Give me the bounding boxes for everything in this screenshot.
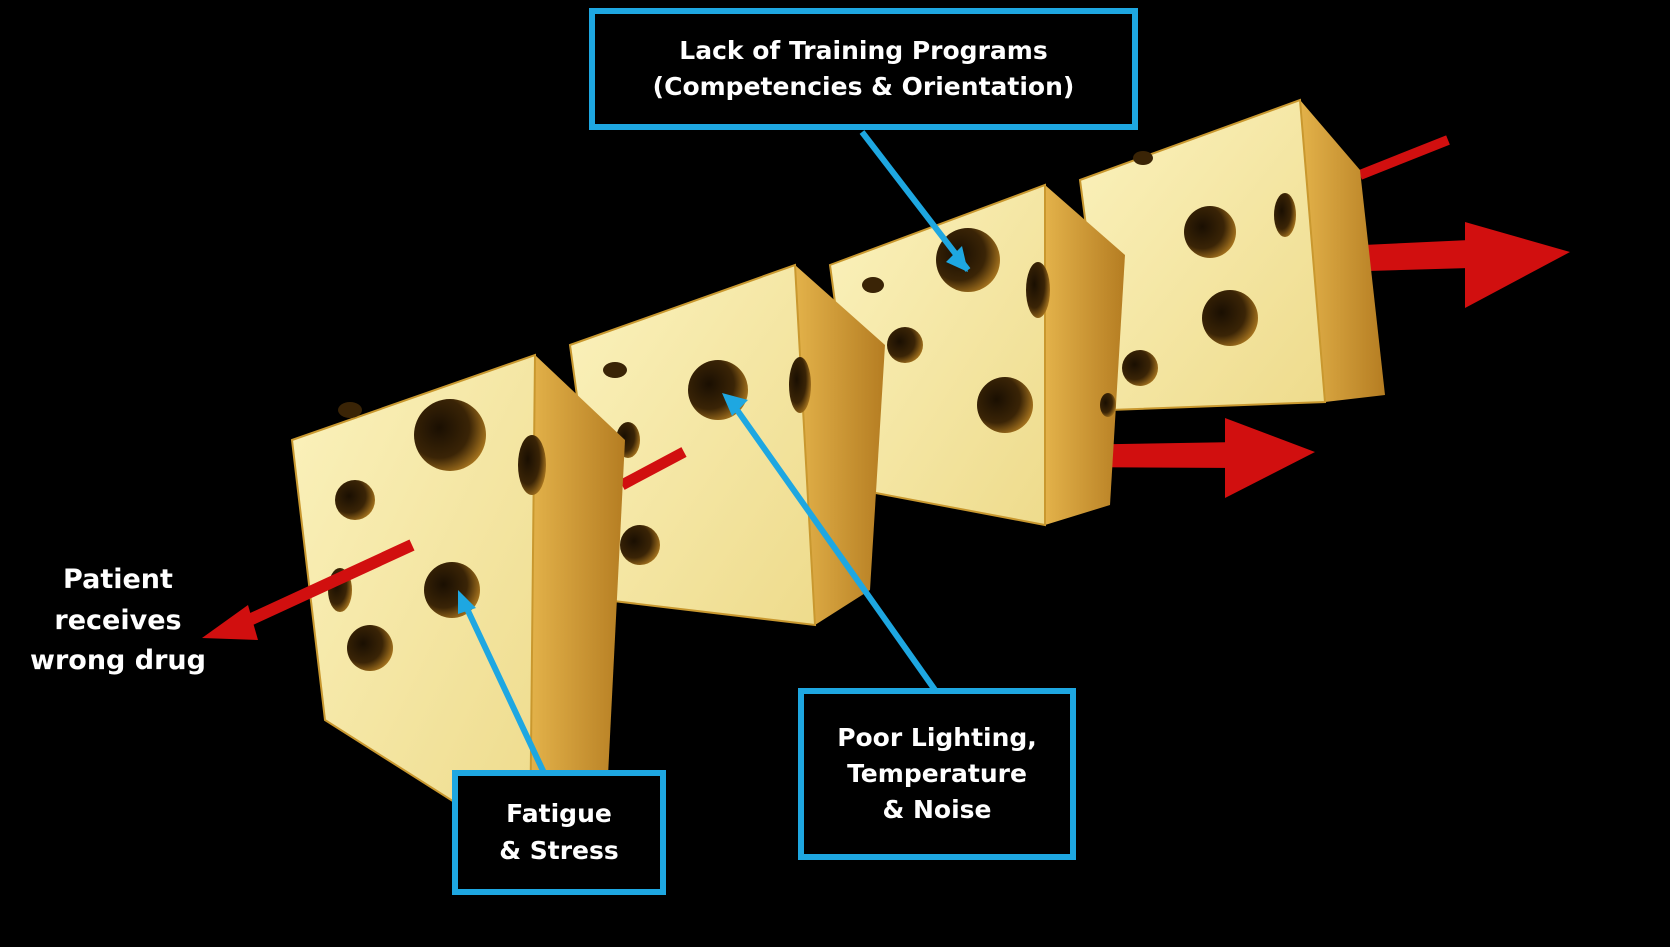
arrow-top-head bbox=[1465, 222, 1570, 308]
label-fatigue-line2: & Stress bbox=[499, 833, 619, 869]
label-training-line1: Lack of Training Programs bbox=[679, 33, 1047, 69]
label-lighting: Poor Lighting, Temperature & Noise bbox=[798, 688, 1076, 860]
arrow-lower-head bbox=[1225, 418, 1315, 498]
label-fatigue: Fatigue & Stress bbox=[452, 770, 666, 895]
outcome-line2: receives bbox=[0, 601, 236, 642]
arrow-top-tail bbox=[1360, 140, 1448, 175]
cheese-slice-4 bbox=[1080, 100, 1385, 410]
label-training-programs: Lack of Training Programs (Competencies … bbox=[589, 8, 1138, 130]
label-lighting-line2: Temperature bbox=[847, 756, 1027, 792]
label-lighting-line3: & Noise bbox=[882, 792, 991, 828]
outcome-line3: wrong drug bbox=[0, 641, 236, 682]
outcome-label: Patient receives wrong drug bbox=[0, 560, 236, 682]
label-lighting-line1: Poor Lighting, bbox=[837, 720, 1037, 756]
label-training-line2: (Competencies & Orientation) bbox=[653, 69, 1075, 105]
label-fatigue-line1: Fatigue bbox=[506, 796, 612, 832]
outcome-line1: Patient bbox=[0, 560, 236, 601]
